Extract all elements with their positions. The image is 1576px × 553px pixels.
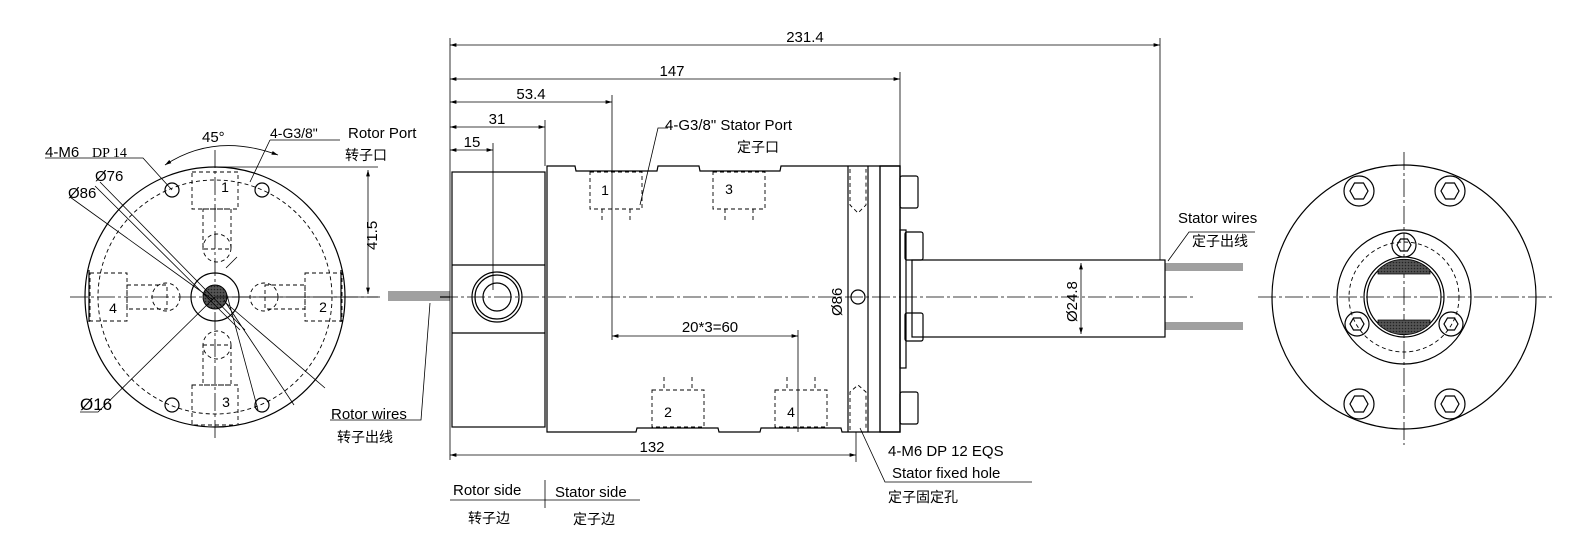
angle-label: 45° <box>202 129 225 146</box>
stator-side-label: Stator side <box>555 484 627 501</box>
rotor-wires-label: Rotor wires <box>331 406 407 423</box>
port-number-3: 3 <box>222 394 230 410</box>
stator-port-4: 4 <box>787 404 795 420</box>
port-number-4: 4 <box>109 300 117 316</box>
side-legend: Rotor side 转子边 Stator side 定子边 <box>450 480 640 527</box>
rotor-block <box>451 171 546 428</box>
stator-shaft <box>911 259 1166 338</box>
stator-hidden-ports <box>589 171 828 428</box>
stator-port-label: 4-G3/8" Stator Port <box>665 117 793 134</box>
rotor-port-cn: 转子口 <box>345 147 387 163</box>
bolt-heads <box>899 175 924 425</box>
shaft-diameter: Ø24.8 <box>1064 281 1081 322</box>
fixed-hole-label: Stator fixed hole <box>892 465 1000 482</box>
stator-wires-label: Stator wires <box>1178 210 1257 227</box>
rotor-side-label: Rotor side <box>453 482 521 499</box>
fixed-hole-spec: 4-M6 DP 12 EQS <box>888 443 1004 460</box>
diameter-86: Ø86 <box>68 185 96 202</box>
rotor-wires-cn: 转子出线 <box>337 429 393 445</box>
stator-wires-cn: 定子出线 <box>1192 233 1248 249</box>
length-15: 15 <box>464 134 481 151</box>
stator-wires <box>1165 263 1243 330</box>
diameter-16: Ø16 <box>80 395 112 414</box>
fixed-hole-cn: 定子固定孔 <box>888 489 958 505</box>
overall-length: 231.4 <box>786 29 824 46</box>
rotor-wires <box>388 291 450 301</box>
stator-end-view <box>1258 152 1552 445</box>
stator-port-2: 2 <box>664 404 672 420</box>
rotor-end-view: 1 2 3 4 45° 4-M6 DP 14 Ø76 Ø86 Ø16 4-G3/… <box>45 125 450 445</box>
stator-port-cn: 定子口 <box>737 139 779 155</box>
rotor-port-label: Rotor Port <box>348 125 417 142</box>
bolt-depth: DP 14 <box>92 146 127 161</box>
length-31: 31 <box>489 111 506 128</box>
length-132: 132 <box>639 439 664 456</box>
stator-port-3: 3 <box>725 181 733 197</box>
length-147: 147 <box>659 63 684 80</box>
diameter-76: Ø76 <box>95 168 123 185</box>
side-view: 1 3 2 4 Ø24.8 Ø86 Stator wires 定子出线 231.… <box>440 29 1257 505</box>
stator-side-cn: 定子边 <box>573 511 615 527</box>
height-dimension: 41.5 <box>364 221 381 250</box>
hex-bolts <box>1343 175 1466 420</box>
pitch-dimension: 20*3=60 <box>682 319 738 336</box>
stator-port-1: 1 <box>601 182 609 198</box>
length-53-4: 53.4 <box>516 86 545 103</box>
rotor-side-cn: 转子边 <box>468 510 510 526</box>
stator-body <box>546 165 901 433</box>
bolt-callout: 4-M6 <box>45 144 79 161</box>
flange <box>879 165 901 433</box>
body-diameter: Ø86 <box>829 288 846 316</box>
bolt-holes <box>164 182 270 413</box>
rotor-port-count: 4-G3/8" <box>270 125 318 141</box>
port-number-2: 2 <box>319 299 327 315</box>
port-number-1: 1 <box>221 179 229 195</box>
